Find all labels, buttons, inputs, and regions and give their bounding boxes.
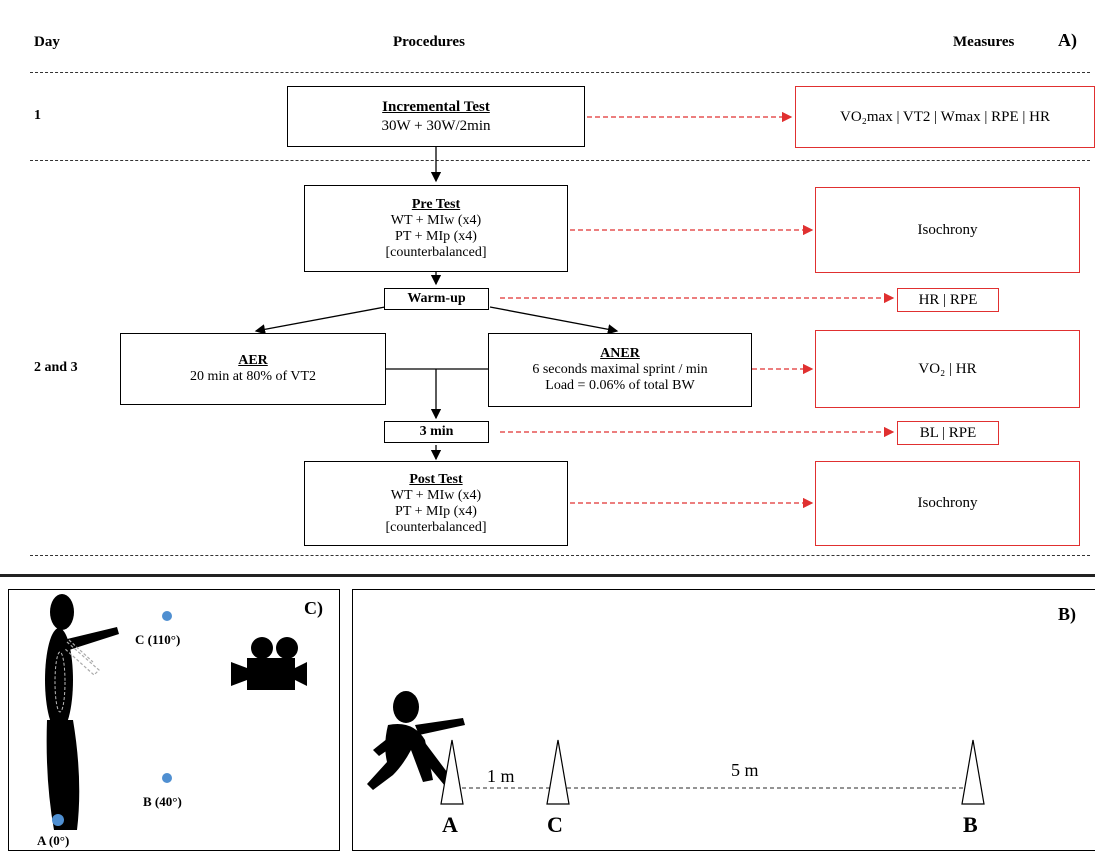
post-test-box: Post Test WT + MIw (x4) PT + MIp (x4) [c… [304,461,568,546]
aer-title: AER [238,353,268,368]
rest-label: 3 min [419,424,454,439]
incremental-test-title: Incremental Test [382,99,490,115]
figure-legs [46,720,80,830]
panel-a-label: A) [1058,30,1077,50]
day-2-3-label: 2 and 3 [34,360,78,375]
post-test-title: Post Test [409,471,463,487]
aer-box: AER 20 min at 80% of VT2 [120,333,386,405]
aner-measures-box: VO₂ | HR [815,330,1080,408]
shoulder-figure [45,594,307,830]
cone-b [961,739,985,805]
rest-measures: BL | RPE [919,424,977,441]
figure-head [50,594,74,630]
header-measures: Measures [953,34,1015,50]
aner-box: ANER 6 seconds maximal sprint / min Load… [488,333,752,407]
flow-connectors [254,111,895,509]
aer-line1: 20 min at 80% of VT2 [189,369,317,384]
cone-b-label: B [963,812,978,837]
point-a-dot [52,814,64,826]
post-test-measures: Isochrony [917,495,978,511]
aner-measures: VO₂ | HR [918,360,977,377]
header-procedures: Procedures [393,34,465,50]
point-a-label: A (0°) [37,833,70,848]
incremental-test-protocol: 30W + 30W/2min [381,118,491,134]
aner-line2: Load = 0.06% of total BW [545,378,695,393]
runner-icon [367,691,465,790]
cone-a-label: A [442,812,458,837]
figure-torso-outline [54,651,66,713]
pre-test-line2: PT + MIp (x4) [395,228,477,244]
cone-a [440,739,464,805]
cone-c-label: C [547,812,563,837]
camera-icon [231,637,307,690]
pre-test-title: Pre Test [411,196,461,212]
point-c-dot [162,611,172,621]
figure-arm-ghost-2 [68,639,94,663]
point-c-label: C (110°) [135,632,181,647]
warmup-label: Warm-up [407,291,466,306]
post-test-line3: [counterbalanced] [385,519,487,535]
divider-day1 [30,160,1090,161]
post-test-measures-box: Isochrony [815,461,1080,546]
panel-b: B) 1 m 5 m A C B [352,589,1095,851]
header-day: Day [34,34,60,50]
divider-bottom [30,555,1090,556]
aner-title: ANER [600,346,640,361]
panel-b-label: B) [1058,604,1076,624]
figure-arm [63,627,119,650]
warmup-box: Warm-up [384,288,489,310]
pre-test-measures-box: Isochrony [815,187,1080,273]
panel-c-label: C) [304,598,323,618]
incremental-measures: VO₂max | VT2 | Wmax | RPE | HR [839,108,1050,125]
warmup-measures-box: HR | RPE [897,288,999,312]
rest-measures-box: BL | RPE [897,421,999,445]
post-test-line2: PT + MIp (x4) [395,503,477,519]
pre-test-line3: [counterbalanced] [385,244,487,260]
warmup-measures: HR | RPE [918,291,978,308]
day-1-label: 1 [34,108,41,123]
arrow-warmup-aer [254,306,386,335]
post-test-line1: WT + MIw (x4) [390,487,482,503]
distance-5m: 5 m [731,760,759,780]
arrow-warmup-aner [489,306,619,335]
panel-c: C) C (110°) B (40°) A (0°) [8,589,340,851]
divider-top [30,72,1090,73]
pre-test-line1: WT + MIw (x4) [390,212,482,228]
rest-box: 3 min [384,421,489,443]
aner-line1: 6 seconds maximal sprint / min [532,362,708,377]
incremental-measures-box: VO₂max | VT2 | Wmax | RPE | HR [795,86,1095,148]
pre-test-box: Pre Test WT + MIw (x4) PT + MIp (x4) [co… [304,185,568,272]
distance-1m: 1 m [487,766,515,786]
cone-c [546,739,570,805]
sprint-course [367,691,985,805]
figure-arm-ghost [63,641,100,676]
point-b-label: B (40°) [143,794,182,809]
section-separator [0,574,1095,577]
incremental-test-box: Incremental Test 30W + 30W/2min [287,86,585,147]
figure-torso [45,628,73,732]
pre-test-measures: Isochrony [917,221,978,238]
point-b-dot [162,773,172,783]
